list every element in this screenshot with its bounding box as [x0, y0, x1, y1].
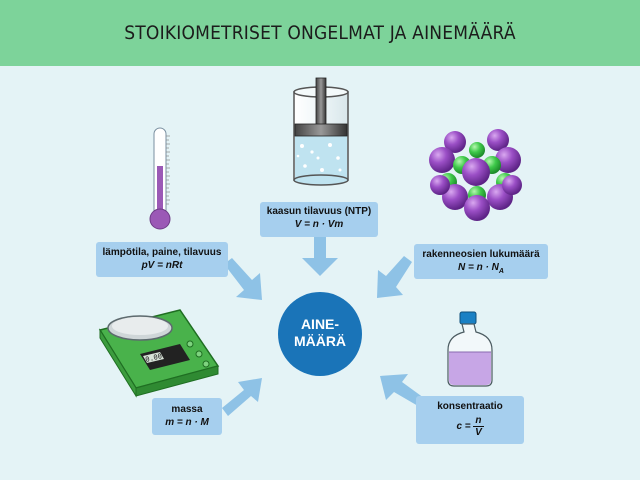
- mass-formula: m = n · M: [165, 417, 209, 428]
- particle-count-formula-main: N = n · N: [458, 262, 499, 273]
- gas-cylinder-icon: [293, 77, 349, 186]
- tpv-formula: pV = nRt: [141, 260, 183, 271]
- particle-count-label: rakenneosien lukumäärä: [422, 249, 540, 260]
- page-title: STOIKIOMETRISET ONGELMAT JA AINEMÄÄRÄ: [124, 22, 516, 44]
- bottle-icon: [447, 311, 493, 387]
- header-bar: [0, 0, 640, 66]
- particle-count-box: rakenneosien lukumäärä N = n · NA: [414, 244, 548, 279]
- concentration-formula-prefix: c =: [456, 421, 474, 433]
- crystal-lattice-icon: [429, 129, 522, 221]
- arrow-lower-right: [380, 374, 424, 406]
- mass-box: massa m = n · M: [152, 398, 222, 435]
- fraction-numerator: n: [473, 415, 484, 427]
- arrow-upper-right: [377, 256, 412, 298]
- gas-volume-formula: V = n · Vm: [294, 219, 344, 230]
- scale-icon: 0.00: [98, 309, 220, 398]
- temperature-pressure-volume-box: lämpötila, paine, tilavuus pV = nRt: [96, 242, 228, 277]
- arrow-upper-left: [224, 258, 262, 300]
- particle-count-formula-sub: A: [498, 268, 504, 275]
- arrow-lower-left: [222, 378, 262, 416]
- fraction-denominator: V: [475, 427, 482, 438]
- thermometer-icon: [149, 127, 171, 230]
- center-label: AINE- MÄÄRÄ: [293, 316, 347, 349]
- center-circle: AINE- MÄÄRÄ: [278, 292, 362, 376]
- gas-volume-label: kaasun tilavuus (NTP): [266, 206, 372, 217]
- arrow-top: [302, 232, 338, 276]
- particle-count-formula: N = n · NA: [414, 261, 548, 278]
- scale-display-text: 0.00: [145, 352, 163, 364]
- mass-label: massa: [171, 404, 203, 415]
- concentration-label: konsentraatio: [437, 401, 503, 412]
- gas-volume-box: kaasun tilavuus (NTP) V = n · Vm: [260, 202, 378, 237]
- tpv-label: lämpötila, paine, tilavuus: [102, 247, 222, 258]
